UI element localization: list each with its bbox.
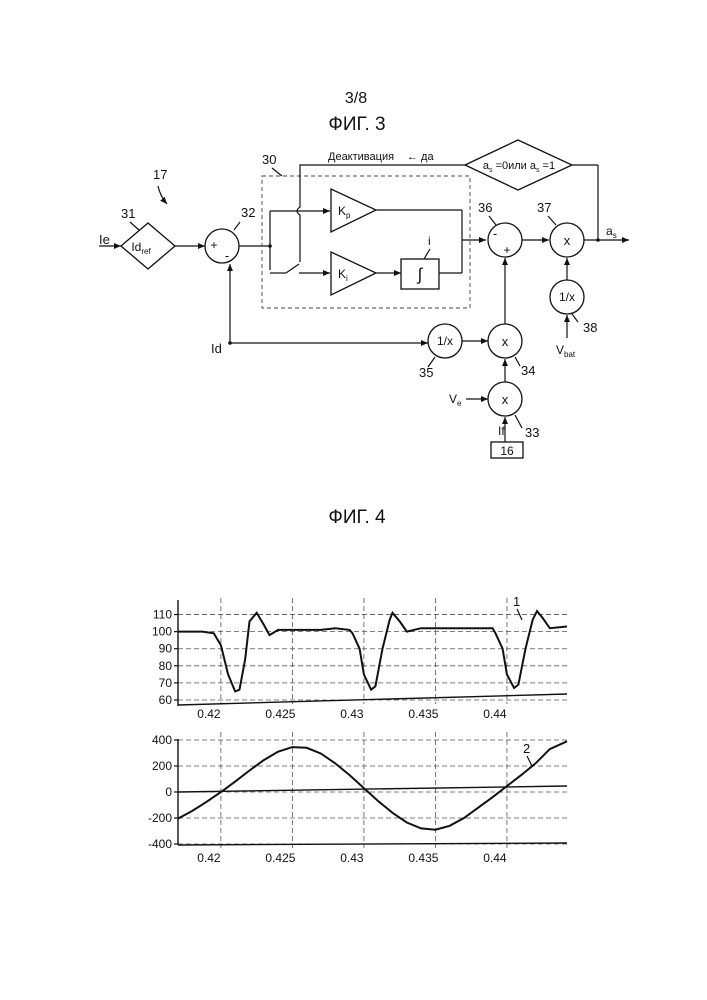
chart-2-zero-line <box>178 786 567 792</box>
deactivation-label: Деактивация <box>328 151 394 163</box>
y-tick-label: -200 <box>148 811 172 825</box>
inv38-label: 1/x <box>559 290 575 304</box>
y-tick-label: 90 <box>159 642 173 656</box>
mult37-symbol: x <box>564 233 571 248</box>
ref-33: 33 <box>525 425 539 440</box>
ref-32: 32 <box>241 205 255 220</box>
chart-2: 400 200 0 -200 -400 0.42 0.425 0.43 0.435 0.44 2 <box>148 732 567 865</box>
chart-2-series-label: 2 <box>523 741 530 756</box>
ve-label: Ve <box>449 392 462 408</box>
input-if-label: If <box>498 424 505 438</box>
ref-33-leader <box>515 415 522 428</box>
ref-38: 38 <box>583 320 597 335</box>
y-tick-label: 110 <box>153 608 172 622</box>
deactivation-line <box>297 165 465 262</box>
switch-blade <box>286 264 299 273</box>
x-tick-label: 0.42 <box>197 851 221 865</box>
x-tick-label: 0.44 <box>483 851 507 865</box>
sum36-minus: - <box>493 226 497 241</box>
chart-1-series-line <box>178 611 567 691</box>
ref-17-arrow <box>158 186 167 204</box>
yes-label: ← да <box>407 151 434 163</box>
sheet-number: 3/8 <box>345 90 367 107</box>
integrator-leader <box>424 249 430 259</box>
chart-2-series-line <box>178 741 567 829</box>
chart-1: 110 100 90 80 70 60 0.42 0.425 0.43 0.435 0.44 1 <box>152 594 567 721</box>
ref-36: 36 <box>478 200 492 215</box>
chart-2-x-ticks: 0.42 0.425 0.43 0.435 0.44 <box>197 851 507 865</box>
ref-34-leader <box>515 357 520 366</box>
figure-4-title: ФИГ. 4 <box>328 507 386 528</box>
y-tick-label: -400 <box>148 837 172 851</box>
mult34-symbol: x <box>502 334 509 349</box>
x-tick-label: 0.435 <box>408 851 438 865</box>
x-tick-label: 0.435 <box>408 707 438 721</box>
y-tick-label: 100 <box>152 625 172 639</box>
y-tick-label: 400 <box>152 733 172 747</box>
inv35-label: 1/x <box>437 334 453 348</box>
idref-block <box>121 223 175 269</box>
vbat-label: Vbat <box>556 343 576 359</box>
x-tick-label: 0.43 <box>340 707 364 721</box>
y-tick-label: 200 <box>152 759 172 773</box>
y-tick-label: 60 <box>159 693 173 707</box>
chart-2-series-leader <box>527 756 532 766</box>
fig3-block-diagram: 17 Ie 31 Idref 32 + - Id 30 <box>99 140 629 458</box>
y-tick-label: 70 <box>159 676 173 690</box>
sum32-plus: + <box>210 238 217 252</box>
sum32-minus: - <box>225 248 229 263</box>
y-tick-label: 80 <box>159 659 173 673</box>
x-tick-label: 0.425 <box>265 851 295 865</box>
integrator-label: i <box>428 234 431 248</box>
ref-30: 30 <box>262 152 276 167</box>
ref-31-leader <box>130 222 139 230</box>
chart-1-baseline <box>178 694 567 705</box>
y-tick-label: 0 <box>165 785 172 799</box>
ref-32-leader <box>234 222 240 230</box>
input-ie-label: Ie <box>99 232 110 247</box>
chart-1-series-label: 1 <box>513 594 520 609</box>
mult33-symbol: x <box>502 392 509 407</box>
figure-3-title: ФИГ. 3 <box>328 114 385 135</box>
ref-31: 31 <box>121 206 135 221</box>
sum36-plus: + <box>503 243 510 257</box>
chart-2-y-ticks: 400 200 0 -200 -400 <box>148 733 178 851</box>
block-16-label: 16 <box>500 444 514 458</box>
chart-1-x-ticks: 0.42 0.425 0.43 0.435 0.44 <box>197 707 507 721</box>
ref-37-leader <box>548 216 556 225</box>
condition-label: as =0или as =1 <box>483 160 555 174</box>
input-id-label: Id <box>211 341 222 356</box>
x-tick-label: 0.43 <box>340 851 364 865</box>
chart-1-y-ticks: 110 100 90 80 70 60 <box>152 608 178 707</box>
chart-2-x-axis <box>178 843 567 845</box>
ref-36-leader <box>489 216 496 225</box>
x-tick-label: 0.42 <box>197 707 221 721</box>
ref-34: 34 <box>521 363 535 378</box>
output-as-label: as <box>606 224 617 240</box>
ref-35: 35 <box>419 365 433 380</box>
chart-2-grid <box>178 732 567 848</box>
ref-38-leader <box>572 314 578 322</box>
x-tick-label: 0.44 <box>483 707 507 721</box>
ref-17: 17 <box>153 167 167 182</box>
ref-37: 37 <box>537 200 551 215</box>
ref-30-leader <box>272 168 282 176</box>
x-tick-label: 0.425 <box>265 707 295 721</box>
